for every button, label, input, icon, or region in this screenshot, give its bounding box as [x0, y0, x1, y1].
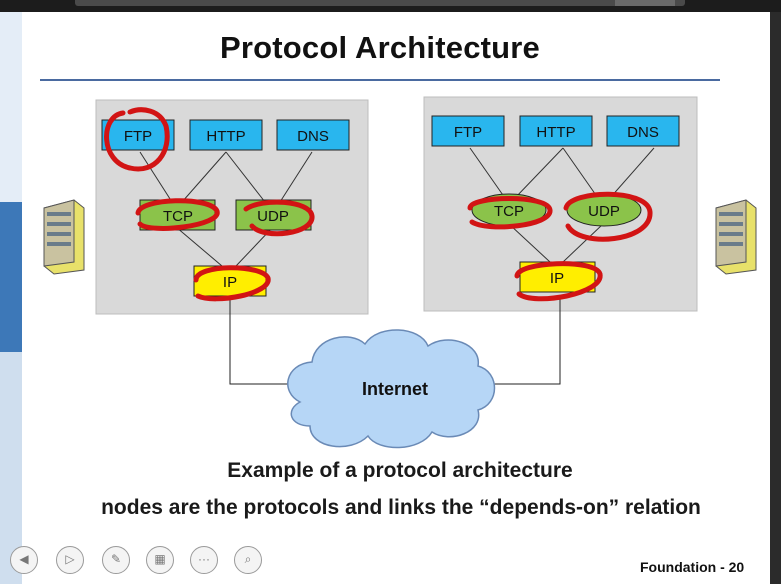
top-strip-accent [615, 0, 675, 6]
left-dns-box [276, 119, 350, 151]
right-udp-label: UDP [588, 203, 620, 220]
right-ftp-label: FTP [454, 124, 482, 141]
window-top-bar [0, 0, 781, 12]
right-tcp-label: TCP [494, 203, 524, 220]
annotation-right-udp [563, 191, 653, 242]
right-http-box [519, 115, 593, 147]
play-icon[interactable]: ▷ [56, 546, 84, 574]
top-strip [75, 0, 685, 6]
slide-footer: Foundation - 20 [640, 559, 745, 575]
right-ftp-box [431, 115, 505, 147]
left-application-layer [101, 119, 350, 151]
protocol-diagram: FTP HTTP DNS TCP UDP IP FTP HTTP DNS TCP… [43, 96, 757, 449]
left-tcp-label: TCP [163, 208, 193, 225]
right-dependency-links [469, 147, 655, 263]
slide-left-decoration [0, 12, 22, 584]
slides-icon[interactable]: ▦ [146, 546, 174, 574]
left-ip-label: IP [223, 274, 237, 291]
title-underline [40, 79, 720, 81]
left-server-icon [43, 199, 85, 275]
previous-icon[interactable]: ◀ [10, 546, 38, 574]
caption-line-2: nodes are the protocols and links the “d… [101, 496, 701, 519]
left-ftp-label: FTP [124, 128, 152, 145]
right-http-label: HTTP [536, 124, 575, 141]
slide-title: Protocol Architecture [220, 30, 540, 65]
red-annotations [104, 107, 653, 302]
left-dependency-links [139, 151, 313, 267]
slide: Protocol Architecture [0, 12, 770, 584]
left-http-box [189, 119, 263, 151]
internet-cloud [287, 329, 496, 449]
annotation-left-ip [193, 265, 271, 302]
right-ip-label: IP [550, 270, 564, 287]
zoom-icon[interactable]: ⌕ [234, 546, 262, 574]
right-server-icon [715, 199, 757, 275]
annotation-right-tcp [467, 196, 553, 230]
caption-line-1: Example of a protocol architecture [227, 459, 573, 482]
annotation-right-ip [514, 261, 603, 302]
right-dns-box [606, 115, 680, 147]
left-ftp-box [101, 119, 175, 151]
pen-icon[interactable]: ✎ [102, 546, 130, 574]
internet-label: Internet [361, 379, 428, 399]
left-udp-label: UDP [257, 208, 289, 225]
network-links [229, 295, 561, 385]
right-application-layer [431, 115, 680, 147]
right-dns-label: DNS [627, 124, 659, 141]
more-icon[interactable]: ··· [190, 546, 218, 574]
annotation-ftp [104, 107, 170, 172]
left-dns-label: DNS [297, 128, 329, 145]
left-http-label: HTTP [206, 128, 245, 145]
window-right-edge [770, 12, 781, 584]
annotation-left-tcp [135, 198, 220, 231]
annotation-left-udp [243, 199, 315, 237]
